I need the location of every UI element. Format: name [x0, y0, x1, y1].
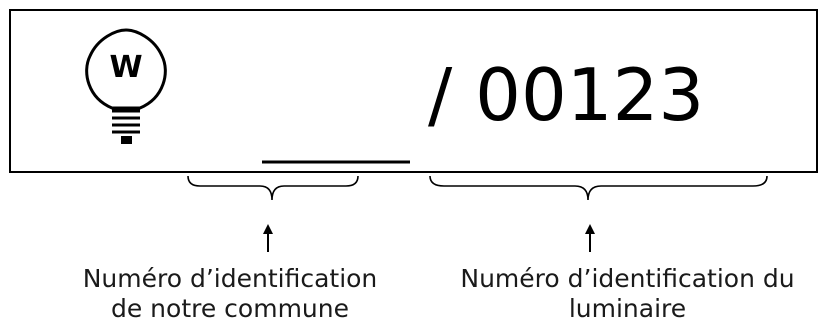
commune-label-line1: Numéro d’identification	[82, 264, 378, 293]
commune-id-label: Numéro d’identification de notre commune	[40, 264, 420, 324]
luminaire-id-label: Numéro d’identification du luminaire	[430, 264, 825, 324]
bulb-letter: W	[109, 50, 143, 85]
commune-brace	[187, 175, 359, 201]
commune-arrow	[263, 224, 273, 252]
lightbulb-icon	[85, 28, 167, 144]
luminaire-label-line1: Numéro d’identification du	[460, 264, 795, 293]
commune-label-line2: de notre commune	[110, 294, 349, 323]
luminaire-label-line2: luminaire	[568, 294, 687, 323]
luminaire-arrow	[585, 224, 595, 252]
luminaire-code: / 00123	[428, 53, 705, 137]
luminaire-brace	[429, 175, 768, 201]
